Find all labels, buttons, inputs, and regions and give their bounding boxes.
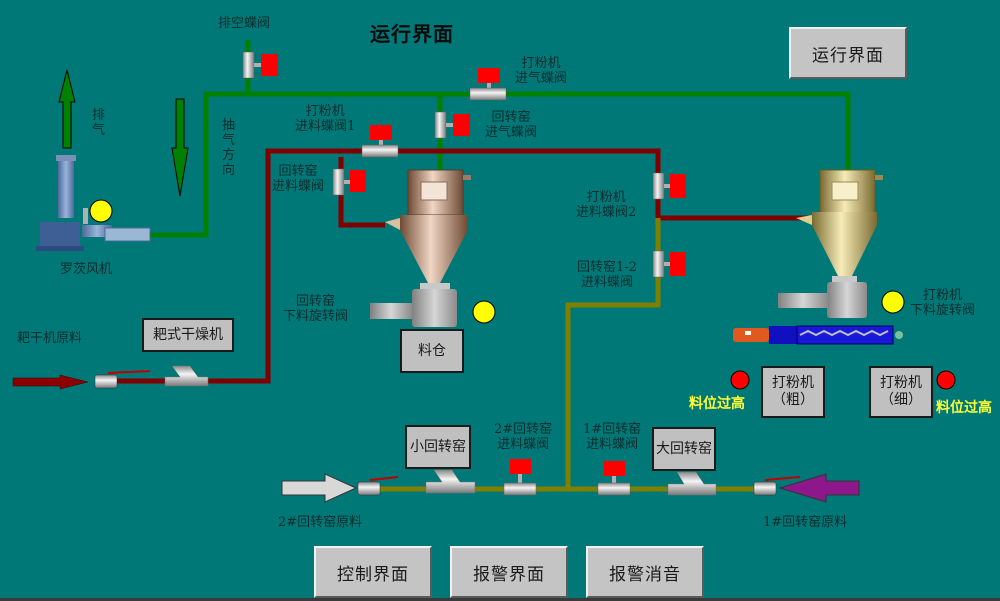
silo-box[interactable]: 料仓 xyxy=(400,329,464,373)
kiln-feed-valve-label: 回转窑 进料蝶阀 xyxy=(272,164,325,194)
alarm-screen-button[interactable]: 报警界面 xyxy=(450,546,568,598)
exhaust-label: 排气 xyxy=(92,108,106,138)
kiln-air-valve-label: 回转窑 进气蝶阀 xyxy=(485,110,538,140)
exhaust-up-arrow-icon xyxy=(58,69,76,149)
roots-blower-label: 罗茨风机 xyxy=(60,262,113,277)
kiln-1-2-feed-butterfly-valve-icon xyxy=(652,250,686,278)
mill-feed-valve-1-label: 打粉机 进料蝶阀1 xyxy=(295,104,356,134)
kiln-rotary-valve-label: 回转窑 下料旋转阀 xyxy=(283,294,349,324)
exhaust-butterfly-valve-icon xyxy=(242,51,278,79)
roots-blower-icon xyxy=(36,155,151,251)
small-kiln-box[interactable]: 小回转窑 xyxy=(405,425,471,469)
kiln1-raw-feed-arrow-icon xyxy=(778,473,860,503)
kiln1-raw-label: 1#回转窑原料 xyxy=(763,515,848,530)
screw-conveyor-icon xyxy=(733,325,903,345)
kiln1-feed-butterfly-valve-icon xyxy=(597,461,631,496)
kiln-feed-butterfly-valve-icon xyxy=(332,168,366,196)
kiln-air-butterfly-valve-icon xyxy=(434,111,470,139)
mill-separator-icon xyxy=(778,169,883,318)
kiln2-feed-butterfly-valve-icon xyxy=(503,459,537,496)
harrow-dryer-box[interactable]: 耙式干燥机 xyxy=(142,318,234,352)
material-pipe-main xyxy=(160,148,810,384)
large-kiln-box[interactable]: 大回转窑 xyxy=(652,427,716,471)
silo-separator-icon xyxy=(370,169,471,327)
blower-running-indicator xyxy=(89,199,113,223)
mill-feed-butterfly-valve-1-icon xyxy=(361,125,399,158)
mill-feed-butterfly-valve-2-icon xyxy=(652,172,686,200)
silo-rotary-valve-indicator xyxy=(472,300,496,324)
coarse-mill-level-alarm-indicator xyxy=(730,370,750,390)
fine-mill-level-alarm-text: 料位过高 xyxy=(936,400,992,416)
harrow-y-fitting-icon xyxy=(164,365,209,387)
harrow-raw-feed-arrow-icon xyxy=(12,374,89,390)
air-pipe-main xyxy=(150,91,851,238)
kiln1-ball-valve-icon xyxy=(753,476,801,496)
large-kiln-y-fitting-icon xyxy=(667,471,717,496)
mill-feed-valve-2-label: 打粉机 进料蝶阀2 xyxy=(576,190,637,220)
suction-direction-label: 抽气方向 xyxy=(222,118,236,178)
control-screen-button[interactable]: 控制界面 xyxy=(314,546,432,598)
mill-rotary-valve-indicator xyxy=(881,290,905,314)
mill-air-valve-label: 打粉机 进气蝶阀 xyxy=(515,56,568,86)
fine-mill-box[interactable]: 打粉机 （细） xyxy=(869,366,933,418)
kiln-1-2-feed-valve-label: 回转窑1-2 进料蝶阀 xyxy=(577,260,637,290)
kiln2-raw-label: 2#回转窑原料 xyxy=(278,515,363,530)
kiln2-raw-feed-arrow-icon xyxy=(281,473,358,503)
kiln1-feed-valve-label: 1#回转窑 进料蝶阀 xyxy=(583,422,642,452)
fine-mill-level-alarm-indicator xyxy=(936,370,956,390)
suction-down-arrow-icon xyxy=(171,98,189,197)
small-kiln-y-fitting-icon xyxy=(425,469,476,494)
harrow-ball-valve-icon xyxy=(94,370,151,389)
mill-air-butterfly-valve-icon xyxy=(469,68,507,101)
coarse-mill-box[interactable]: 打粉机 （粗） xyxy=(761,366,825,418)
run-screen-button[interactable]: 运行界面 xyxy=(789,27,907,79)
kiln2-feed-valve-label: 2#回转窑 进料蝶阀 xyxy=(494,422,553,452)
harrow-raw-label: 耙干机原料 xyxy=(17,331,83,346)
page-title: 运行界面 xyxy=(370,22,454,46)
kiln2-ball-valve-icon xyxy=(357,476,399,496)
mill-rotary-valve-label: 打粉机 下料旋转阀 xyxy=(910,288,976,318)
bottom-border xyxy=(0,598,1000,601)
exhaust-valve-label: 排空蝶阀 xyxy=(218,16,271,31)
alarm-mute-button[interactable]: 报警消音 xyxy=(586,546,704,598)
coarse-mill-level-alarm-text: 料位过高 xyxy=(689,396,745,412)
